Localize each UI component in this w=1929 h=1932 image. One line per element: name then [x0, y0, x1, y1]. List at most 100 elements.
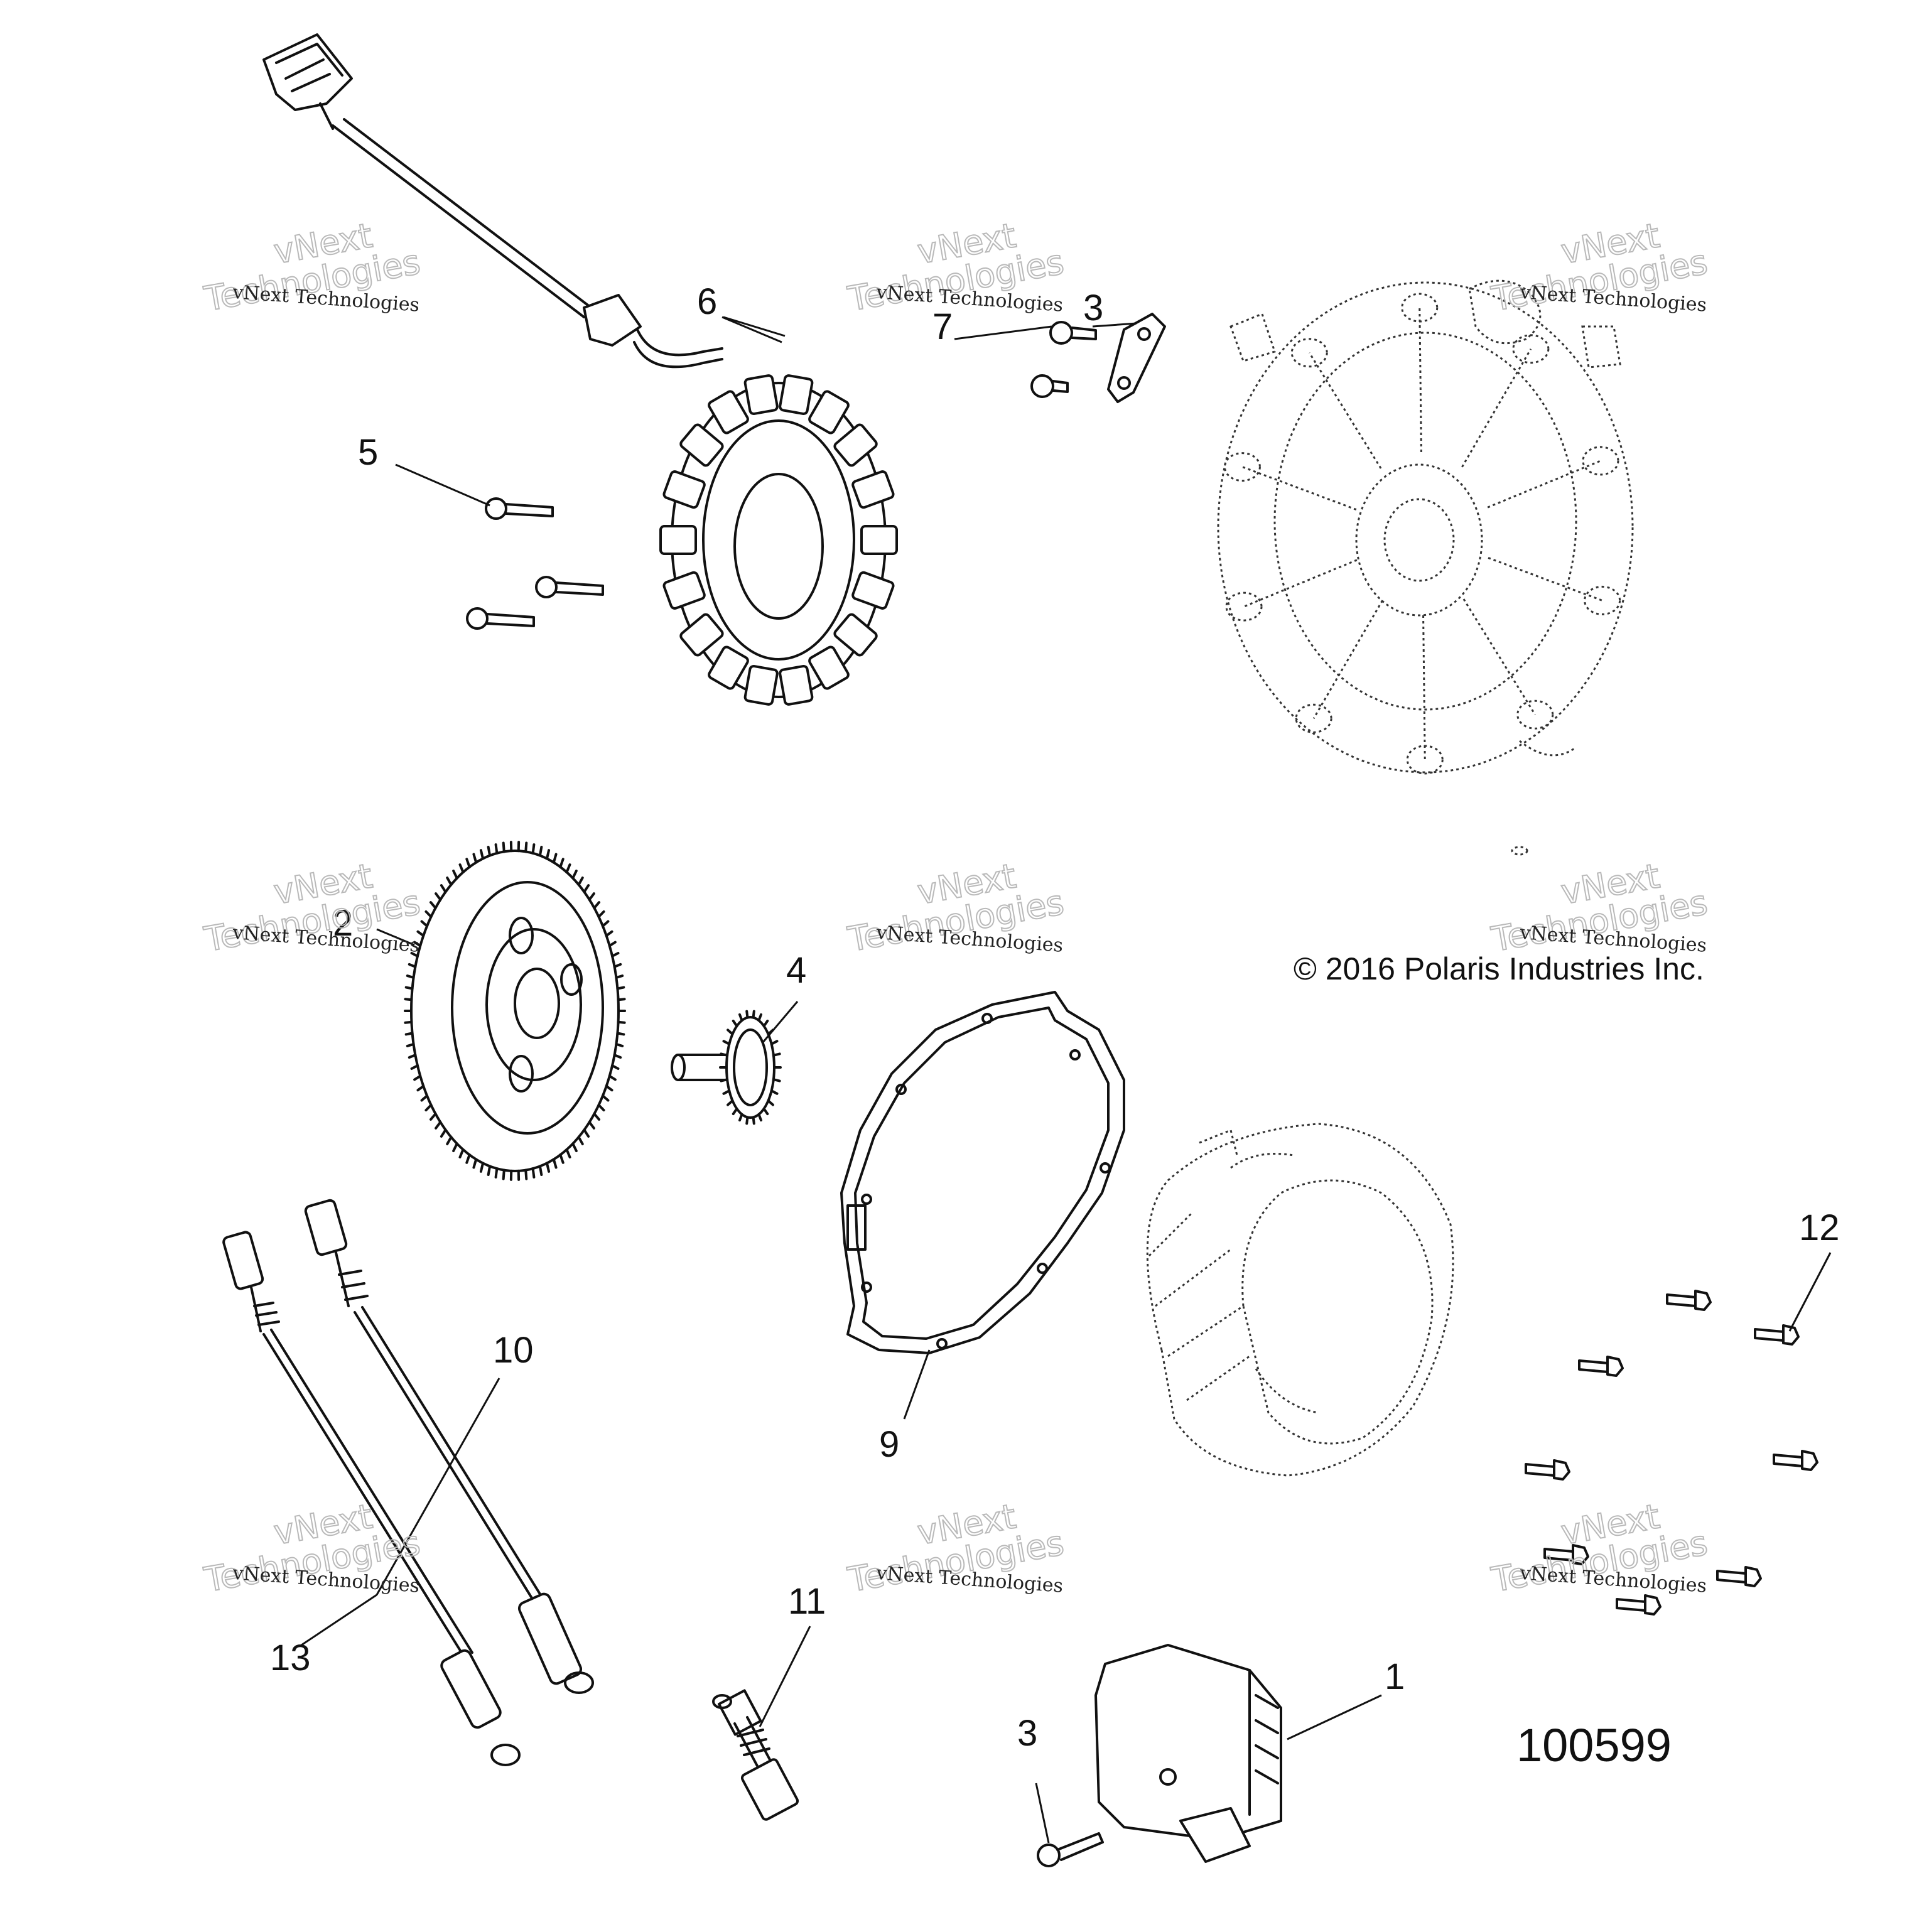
starter-gear-part [672, 1012, 781, 1124]
flywheel-tooth [617, 988, 624, 989]
case-rib [1309, 353, 1381, 468]
flywheel-tooth [414, 1076, 420, 1080]
flywheel-tooth [610, 1076, 615, 1080]
stator-tooth [779, 666, 813, 705]
callout-4: 4 [786, 950, 806, 991]
alternator-cover-reference [1147, 1124, 1453, 1476]
flywheel-tooth [567, 865, 570, 872]
case-rib [1464, 599, 1535, 715]
flywheel-tooth [540, 1166, 541, 1175]
flywheel-tooth [598, 912, 603, 917]
flywheel-tooth [467, 1155, 469, 1163]
flywheel-tooth [560, 1155, 563, 1163]
flywheel-tooth [619, 999, 625, 1000]
flywheel-tooth [615, 964, 621, 967]
flywheel-tooth [406, 1033, 413, 1034]
case-boss [1583, 447, 1618, 475]
cover-bolt [1774, 1451, 1817, 1470]
flywheel-tooth [408, 1044, 414, 1046]
flywheel-tooth [554, 855, 556, 863]
gear-tooth [764, 1109, 768, 1114]
flywheel-tooth [426, 1105, 431, 1110]
flywheel-tooth [579, 878, 583, 885]
flywheel-tooth [554, 1159, 556, 1167]
flywheel-tooth [405, 1022, 411, 1023]
flywheel-tooth [615, 1055, 621, 1057]
flywheel-tooth [603, 921, 608, 926]
flywheel-tooth [447, 1137, 451, 1144]
flywheel-tooth [533, 845, 534, 853]
case-boss [1402, 294, 1437, 321]
drawing-number: 100599 [1516, 1719, 1672, 1771]
gear-tooth [740, 1114, 742, 1120]
flywheel-tooth [409, 964, 416, 967]
callout-10: 10 [493, 1330, 534, 1371]
case-boss [1224, 453, 1260, 481]
flywheel-tooth [467, 859, 469, 867]
flywheel-tooth [409, 1055, 416, 1057]
flywheel-tooth [603, 1096, 608, 1100]
stator-tooth [745, 666, 778, 705]
flywheel-tooth [453, 1143, 457, 1151]
screw-5a [486, 499, 553, 519]
flywheel-tooth [496, 845, 497, 853]
flywheel-tooth [453, 871, 457, 878]
gear-tooth [733, 1021, 737, 1026]
cover-bolt [1526, 1460, 1569, 1479]
flywheel-tooth [405, 999, 411, 1000]
callout-7: 7 [932, 306, 953, 347]
gear-tooth [759, 1114, 761, 1120]
flywheel-tooth [590, 1122, 594, 1128]
flywheel-tooth [418, 1086, 423, 1091]
stator-screws [467, 499, 603, 629]
callout-11: 11 [788, 1581, 826, 1622]
cover-bolt [1617, 1595, 1660, 1614]
flywheel-part [405, 842, 625, 1180]
stator-part [661, 375, 897, 705]
gear-tooth [721, 1079, 727, 1081]
gear-tooth [723, 1091, 729, 1094]
flywheel-tooth [481, 1163, 483, 1172]
wire-clamp-plate [1108, 314, 1165, 402]
flywheel-tooth [496, 1168, 497, 1177]
flywheel-tooth [579, 1137, 583, 1144]
flywheel-tooth [590, 893, 594, 900]
stator-tooth [862, 526, 897, 554]
stator-tooth [745, 375, 778, 414]
flywheel-tooth [598, 1105, 603, 1110]
crankcase-reference [1218, 281, 1633, 855]
regulator-module-part [1096, 1645, 1281, 1862]
cover-bolt [1579, 1357, 1623, 1376]
flywheel-tooth [607, 1086, 612, 1091]
gear-tooth [723, 1041, 729, 1044]
flywheel-tooth [594, 902, 599, 908]
callout-5: 5 [358, 432, 378, 473]
flywheel-tooth [612, 953, 618, 956]
callout-3b: 3 [1017, 1713, 1037, 1754]
gear-tooth [759, 1015, 761, 1020]
flywheel-tooth [436, 1122, 440, 1128]
flywheel-tooth [547, 850, 549, 858]
flywheel-tooth [612, 1066, 618, 1069]
flywheel-tooth [489, 1166, 490, 1175]
flywheel-tooth [412, 1066, 418, 1069]
flywheel-tooth [481, 850, 483, 858]
gear-tooth [728, 1101, 732, 1105]
flywheel-tooth [594, 1114, 599, 1120]
flywheel-tooth [408, 976, 414, 978]
flywheel-tooth [540, 847, 541, 856]
gear-tooth [764, 1021, 768, 1026]
flywheel-tooth [431, 1114, 436, 1120]
flywheel-tooth [473, 855, 476, 863]
case-rib [1244, 560, 1357, 607]
flywheel-tooth [610, 942, 615, 946]
flywheel-tooth [441, 1130, 446, 1136]
flywheel-tooth [573, 1143, 576, 1151]
flywheel-tooth [584, 1130, 588, 1136]
